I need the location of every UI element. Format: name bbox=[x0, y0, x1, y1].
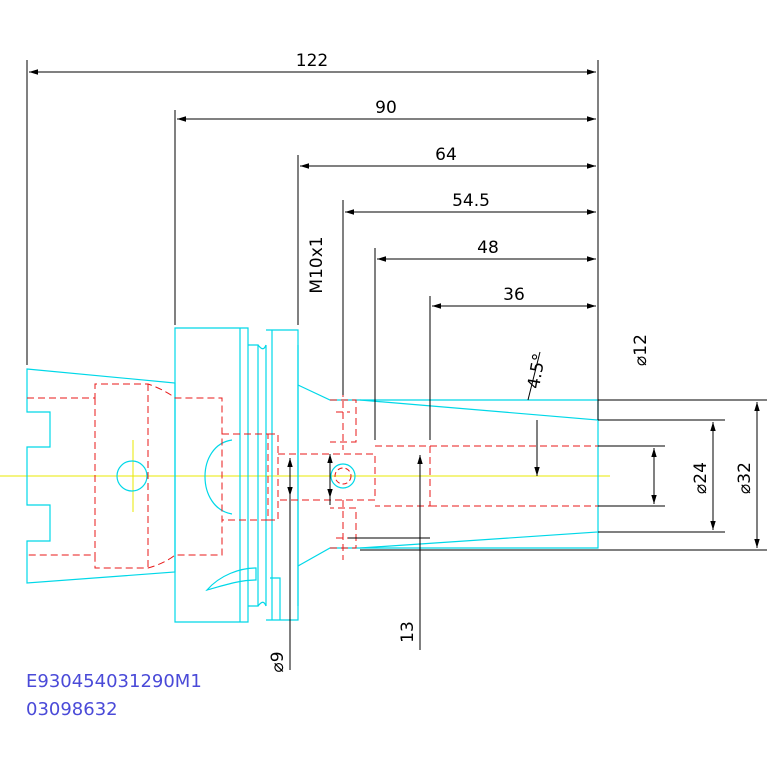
dim-13: 13 bbox=[398, 621, 418, 643]
dim-dia-24: ⌀24 bbox=[691, 462, 711, 494]
dim-122: 122 bbox=[296, 51, 328, 71]
dim-dia-12: ⌀12 bbox=[631, 334, 651, 366]
dim-48: 48 bbox=[477, 238, 499, 258]
dim-64: 64 bbox=[435, 145, 457, 165]
dim-54-5: 54.5 bbox=[452, 191, 490, 211]
hidden-lines bbox=[27, 383, 598, 569]
dim-angle: 4.5° bbox=[524, 352, 550, 390]
center-lines bbox=[0, 440, 610, 512]
dim-36: 36 bbox=[503, 285, 525, 305]
part-code: E930454031290M1 bbox=[26, 671, 202, 692]
part-number: 03098632 bbox=[26, 699, 118, 720]
dim-thread: M10x1 bbox=[307, 236, 327, 293]
tool-holder-outline bbox=[26, 327, 599, 623]
dimension-lines bbox=[26, 60, 767, 670]
dim-dia-9: ⌀9 bbox=[268, 651, 288, 672]
dim-dia-32: ⌀32 bbox=[735, 462, 755, 494]
dim-90: 90 bbox=[375, 98, 397, 118]
